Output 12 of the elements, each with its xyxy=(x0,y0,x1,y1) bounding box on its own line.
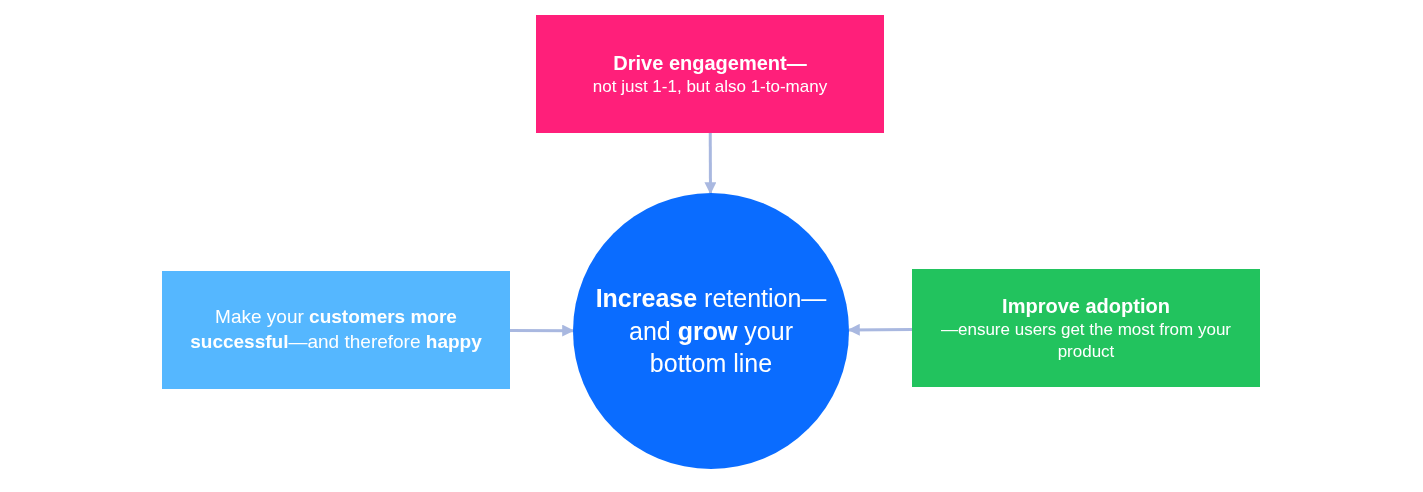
arrow xyxy=(510,324,575,337)
text-box xyxy=(536,15,884,133)
box-text: Increase retention—and grow your bottom line xyxy=(594,283,828,380)
text-box xyxy=(162,271,510,389)
text-box xyxy=(912,269,1260,387)
box-text: Make your customers more successful—and therefore happy xyxy=(189,305,483,354)
arrow xyxy=(704,133,717,195)
box-text: not just 1-1, but also 1-to-many xyxy=(592,75,828,98)
arrow xyxy=(847,323,912,336)
box-heading: Drive engagement— xyxy=(613,50,807,76)
box-text: —ensure users get the most from your product xyxy=(939,318,1233,363)
box-heading: Improve adoption xyxy=(1002,293,1170,319)
